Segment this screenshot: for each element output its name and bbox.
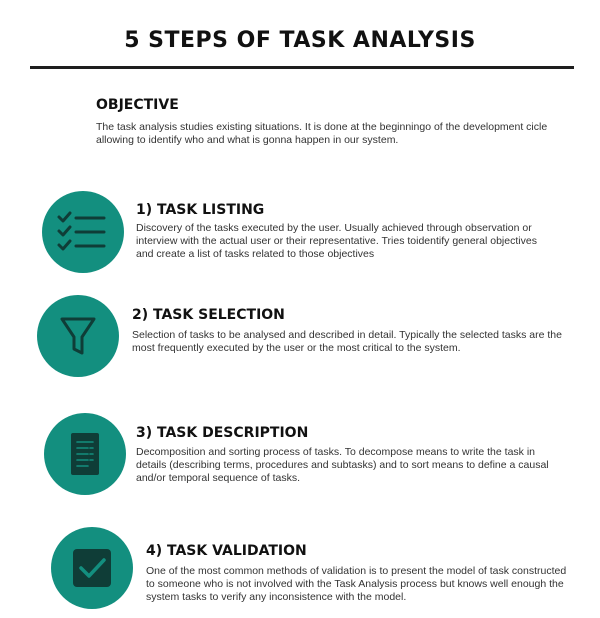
step-3-badge [44,413,126,495]
step-3-text: Decomposition and sorting process of tas… [136,446,549,484]
step-4-text: One of the most common methods of valida… [146,565,567,603]
checkbox-icon [73,549,111,587]
funnel-icon [60,317,96,355]
document-icon [71,433,99,475]
step-1-badge [42,191,124,273]
page-title: 5 STEPS OF TASK ANALYSIS [124,28,476,53]
step-4-heading: 4) TASK VALIDATION [146,543,307,559]
objective-heading: OBJECTIVE [96,97,179,113]
checklist-icon [57,211,106,251]
step-1-text: Discovery of the tasks executed by the u… [136,222,537,260]
step-2-heading: 2) TASK SELECTION [132,307,285,323]
step-2-badge [37,295,119,377]
objective-text: The task analysis studies existing situa… [96,121,548,146]
step-4-badge [51,527,133,609]
title-divider [30,66,574,69]
step-3-heading: 3) TASK DESCRIPTION [136,425,309,441]
step-2-text: Selection of tasks to be analysed and de… [132,329,562,354]
step-1-heading: 1) TASK LISTING [136,202,265,218]
